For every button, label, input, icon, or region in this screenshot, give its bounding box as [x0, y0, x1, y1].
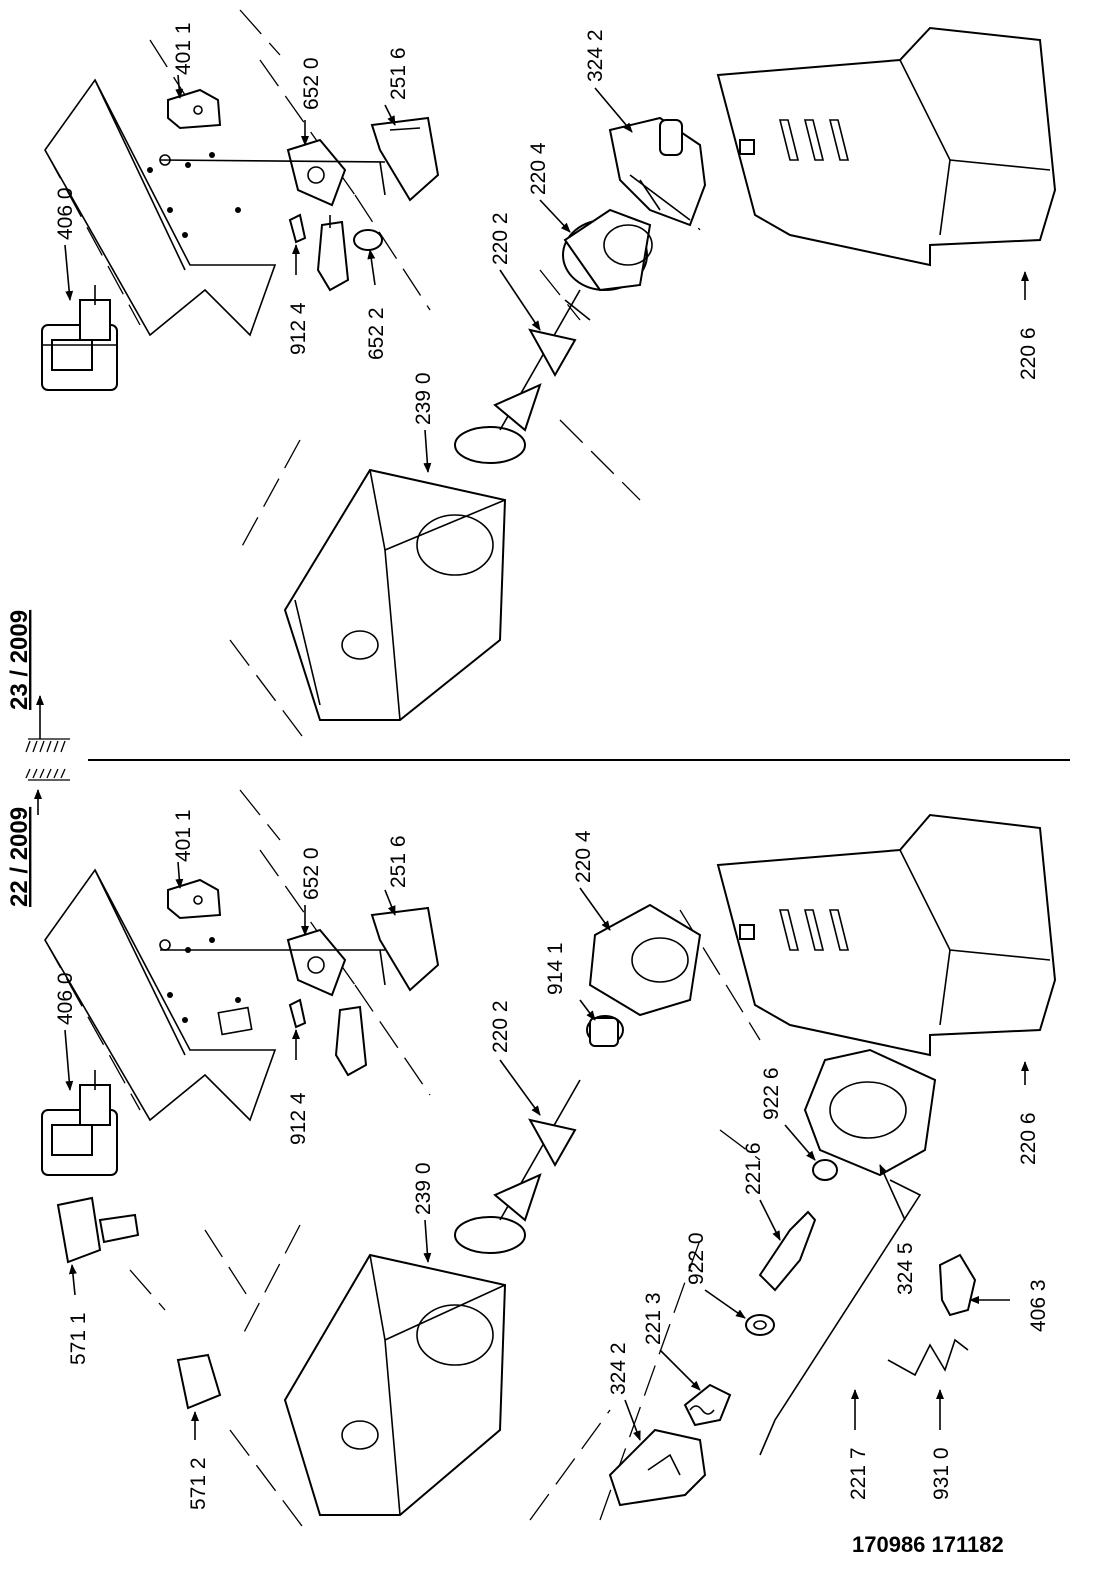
lower-label-914-1: 914 1	[544, 942, 567, 995]
crusher-324-2	[608, 116, 707, 227]
upper-label-406-0: 406 0	[54, 187, 77, 240]
cover-slots	[778, 119, 850, 161]
drum-220-4	[562, 208, 653, 292]
lower-label-251-6: 251 6	[387, 835, 410, 888]
auger-220-2	[454, 289, 591, 464]
lower-label-652-0: 652 0	[300, 847, 323, 900]
thermostat-652-0-lower	[160, 928, 386, 997]
lower-label-221-3: 221 3	[642, 1292, 665, 1345]
lower-label-324-5: 324 5	[894, 1242, 917, 1295]
bracket-571-2	[176, 1353, 222, 1410]
control-box-outline	[44, 78, 277, 337]
cover-220-6-lower	[716, 813, 1057, 1057]
clip-406-3	[938, 1253, 977, 1317]
lower-label-922-0: 922 0	[685, 1232, 708, 1285]
upper-label-652-2: 652 2	[365, 307, 388, 360]
screw-912-4	[288, 213, 307, 244]
upper-label-401-1: 401 1	[172, 22, 195, 75]
upper-label-324-2: 324 2	[584, 29, 607, 82]
lever-221-6	[758, 1210, 817, 1292]
lower-label-401-1: 401 1	[172, 809, 195, 862]
upper-label-239-0: 239 0	[412, 372, 435, 425]
bushing-914-1	[586, 1015, 624, 1047]
ring-922-6	[812, 1159, 838, 1181]
lower-label-406-3: 406 3	[1027, 1279, 1050, 1332]
lower-label-406-0: 406 0	[54, 972, 77, 1025]
lower-label-220-2: 220 2	[489, 1000, 512, 1053]
screw-912-4-lower	[288, 998, 307, 1029]
upper-assembly: 401 1 652 0 251 6 324 2 406 0 220 4 220 …	[41, 9, 1057, 741]
thermostat-652-0	[159, 138, 386, 207]
switch-401-1-lower	[167, 878, 222, 920]
lamp-holder	[316, 215, 350, 292]
upper-label-251-6: 251 6	[387, 47, 410, 100]
lower-label-220-6: 220 6	[1017, 1112, 1040, 1165]
upper-label-652-0: 652 0	[300, 57, 323, 110]
lower-label-571-1: 571 1	[67, 1312, 90, 1365]
lower-label-931-0: 931 0	[930, 1447, 953, 1500]
upper-label-220-6: 220 6	[1017, 327, 1040, 380]
lower-label-220-4: 220 4	[572, 830, 595, 883]
spring-assembly-221-3	[683, 1383, 732, 1427]
ring-652-2	[353, 229, 383, 251]
lower-label-239-0: 239 0	[412, 1162, 435, 1215]
upper-label-220-4: 220 4	[527, 142, 550, 195]
lower-label-221-7: 221 7	[847, 1447, 870, 1500]
lamp-holder-lower	[334, 1005, 368, 1077]
bracket-251-6-lower	[370, 906, 440, 992]
drum-220-4-lower	[588, 903, 702, 1017]
lower-label-324-2: 324 2	[607, 1342, 630, 1395]
lower-label-221-6: 221 6	[742, 1142, 765, 1195]
version-marker-upper: 23 / 2009	[6, 610, 70, 753]
motor-unit-lower	[41, 1070, 118, 1176]
rod-221-7	[759, 1179, 922, 1456]
lower-label-922-6: 922 6	[760, 1067, 783, 1120]
switch-571-1	[56, 1196, 140, 1264]
lower-assembly: 401 1 652 0 251 6 220 4 406 0 914 1 220 …	[41, 789, 1057, 1531]
upper-label-220-2: 220 2	[489, 212, 512, 265]
version-label-upper: 23 / 2009	[6, 610, 33, 710]
document-number: 170986 171182	[852, 1532, 1004, 1557]
lower-label-571-2: 571 2	[187, 1457, 210, 1510]
control-box-outline-lower	[44, 868, 277, 1122]
bracket-251-6	[370, 116, 440, 202]
switch-401-1	[167, 88, 222, 130]
plate-324-2	[608, 1428, 707, 1507]
lower-label-912-4: 912 4	[287, 1092, 310, 1145]
ice-container	[283, 468, 507, 721]
version-marker-lower: 22 / 2009	[6, 768, 70, 907]
ice-container-lower	[283, 1253, 507, 1516]
spring-931-0	[887, 1338, 969, 1377]
housing-324-5	[803, 1048, 937, 1177]
cover-220-6	[716, 26, 1057, 267]
motor-unit	[41, 285, 118, 391]
auger-220-2-lower	[454, 1079, 581, 1254]
upper-label-912-4: 912 4	[287, 302, 310, 355]
cover-slots-lower	[778, 909, 850, 951]
washer-922-0	[745, 1314, 775, 1336]
version-label-lower: 22 / 2009	[6, 807, 33, 907]
